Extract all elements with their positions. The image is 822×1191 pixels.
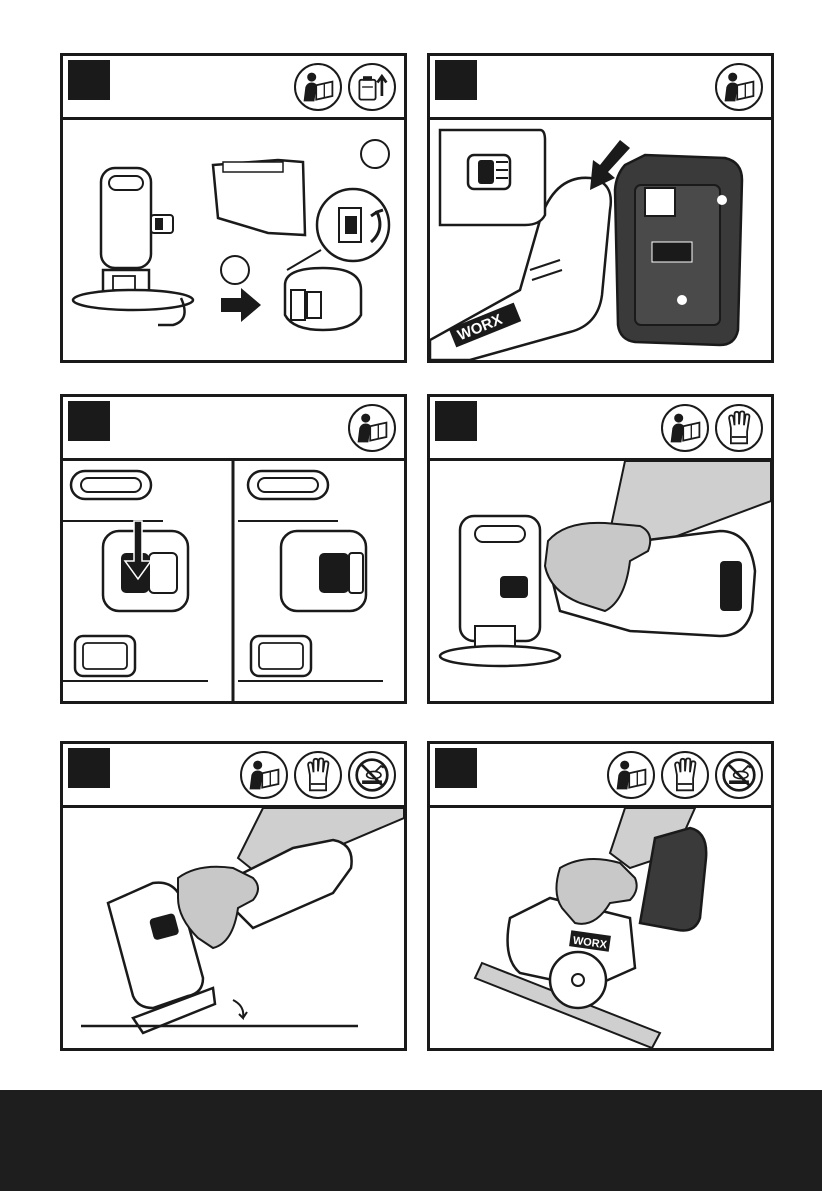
panel-header — [430, 744, 771, 808]
guard-mounting-illustration — [63, 120, 404, 360]
panel-header — [430, 56, 771, 120]
step-number-box — [435, 401, 477, 441]
step-panel-3 — [60, 394, 407, 704]
safety-icons — [607, 751, 763, 799]
grip-tool-illustration — [430, 461, 771, 701]
step-number-box — [68, 60, 110, 100]
step-panel-1 — [60, 53, 407, 363]
panel-header — [63, 56, 404, 120]
safety-icons — [715, 63, 763, 111]
read-manual-icon — [715, 63, 763, 111]
panel-header — [63, 397, 404, 461]
read-manual-icon — [661, 404, 709, 452]
step-panel-4 — [427, 394, 774, 704]
read-manual-icon — [607, 751, 655, 799]
safety-icons — [240, 751, 396, 799]
step-number-box — [435, 748, 477, 788]
safety-icons — [294, 63, 396, 111]
battery-insertion-illustration: WORX — [430, 120, 771, 360]
step-panel-6: WORX — [427, 741, 774, 1051]
step-number-box — [68, 401, 110, 441]
step-panel-5 — [60, 741, 407, 1051]
lock-switch-illustration — [63, 461, 404, 701]
footer-band — [0, 1090, 822, 1191]
switch-locked-view — [63, 471, 208, 681]
cutting-rod-illustration: WORX — [430, 808, 771, 1048]
panel-header — [430, 397, 771, 461]
wear-gloves-icon — [294, 751, 342, 799]
step-number-box — [68, 748, 110, 788]
safety-icons — [661, 404, 763, 452]
no-side-grinding-icon — [715, 751, 763, 799]
read-manual-icon — [348, 404, 396, 452]
wear-gloves-icon — [715, 404, 763, 452]
wear-gloves-icon — [661, 751, 709, 799]
panel-header — [63, 744, 404, 808]
switch-unlocked-view — [238, 471, 383, 681]
step-panel-2: WORX — [427, 53, 774, 363]
battery-removed-icon — [348, 63, 396, 111]
step-number-box — [435, 60, 477, 100]
read-manual-icon — [240, 751, 288, 799]
no-side-grinding-icon — [348, 751, 396, 799]
read-manual-icon — [294, 63, 342, 111]
angle-grinding-illustration — [63, 808, 404, 1048]
safety-icons — [348, 404, 396, 452]
